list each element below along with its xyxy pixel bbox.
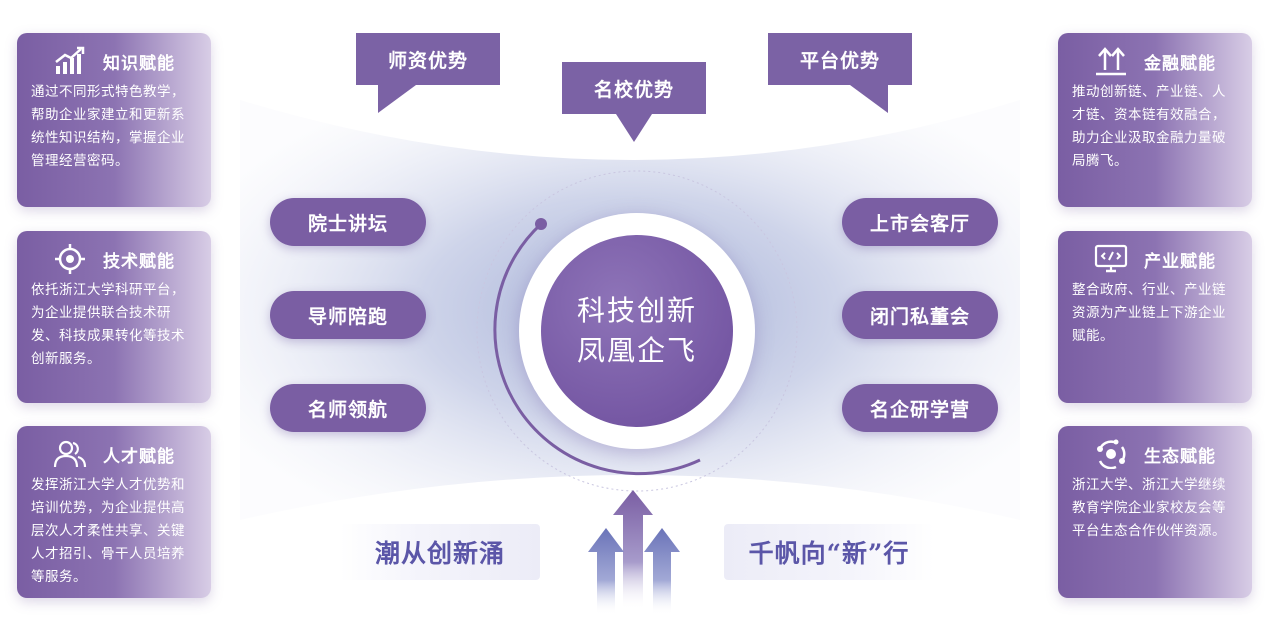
center-line-1: 科技创新 bbox=[576, 294, 697, 327]
pill-mentor-companion: 导师陪跑 bbox=[270, 291, 426, 339]
monitor-code-icon bbox=[1094, 244, 1128, 273]
slogan-right: 千帆向“新”行 bbox=[724, 524, 934, 580]
tag-platform-pointer bbox=[850, 85, 888, 113]
card-industry-text: 整合政府、行业、产业链资源为产业链上下游企业赋能。 bbox=[1072, 282, 1226, 344]
card-technology-header: 技术赋能 bbox=[31, 239, 197, 279]
center-circle: 科技创新 凤凰企飞 bbox=[541, 235, 733, 427]
card-finance-header: 金融赋能 bbox=[1072, 41, 1238, 81]
card-finance: 金融赋能 推动创新链、产业链、人才链、资本链有效融合，助力企业汲取金融力量破局腾… bbox=[1058, 33, 1252, 207]
card-talent-text: 发挥浙江大学人才优势和培训优势，为企业提供高层次人才柔性共享、关键人才招引、骨干… bbox=[31, 477, 185, 585]
card-knowledge-header: 知识赋能 bbox=[31, 41, 197, 81]
tag-schools: 名校优势 bbox=[562, 62, 706, 114]
card-industry-title: 产业赋能 bbox=[1144, 251, 1216, 272]
center-line-2: 凤凰企飞 bbox=[576, 334, 697, 367]
card-technology-text: 依托浙江大学科研平台，为企业提供联合技术研发、科技成果转化等技术创新服务。 bbox=[31, 282, 185, 367]
card-technology-title: 技术赋能 bbox=[103, 251, 175, 272]
card-ecosystem-header: 生态赋能 bbox=[1072, 434, 1238, 474]
arrow-up-center bbox=[613, 490, 653, 610]
arrow-up-left bbox=[588, 528, 624, 615]
arrow-up-right bbox=[644, 528, 680, 615]
ecosystem-cycle-icon bbox=[1097, 439, 1126, 469]
pill-listing-lounge: 上市会客厅 bbox=[842, 198, 998, 246]
orbit-arc bbox=[493, 222, 701, 476]
card-ecosystem-title: 生态赋能 bbox=[1144, 446, 1216, 467]
growth-chart-icon bbox=[55, 46, 85, 74]
tag-teachers: 师资优势 bbox=[356, 33, 500, 85]
card-talent-header: 人才赋能 bbox=[31, 434, 197, 474]
card-finance-title: 金融赋能 bbox=[1144, 53, 1216, 74]
pill-study-camp: 名企研学营 bbox=[842, 384, 998, 432]
pill-master-guidance: 名师领航 bbox=[270, 384, 426, 432]
card-industry: 产业赋能 整合政府、行业、产业链资源为产业链上下游企业赋能。 bbox=[1058, 231, 1252, 403]
pill-private-board: 闭门私董会 bbox=[842, 291, 998, 339]
orbit-dot bbox=[535, 218, 547, 230]
card-knowledge-title: 知识赋能 bbox=[103, 53, 175, 74]
pill-academician-forum: 院士讲坛 bbox=[270, 198, 426, 246]
card-finance-text: 推动创新链、产业链、人才链、资本链有效融合，助力企业汲取金融力量破局腾飞。 bbox=[1072, 84, 1226, 169]
tag-schools-pointer bbox=[616, 114, 652, 142]
people-icon bbox=[53, 440, 87, 468]
target-icon bbox=[55, 244, 85, 274]
tag-platform: 平台优势 bbox=[768, 33, 912, 85]
card-industry-header: 产业赋能 bbox=[1072, 239, 1238, 279]
card-ecosystem-text: 浙江大学、浙江大学继续教育学院企业家校友会等平台生态合作伙伴资源。 bbox=[1072, 477, 1226, 539]
orbit-ring-outer bbox=[476, 170, 798, 492]
slogan-left: 潮从创新涌 bbox=[340, 524, 540, 580]
card-ecosystem: 生态赋能 浙江大学、浙江大学继续教育学院企业家校友会等平台生态合作伙伴资源。 bbox=[1058, 426, 1252, 598]
card-knowledge: 知识赋能 通过不同形式特色教学，帮助企业家建立和更新系统性知识结构，掌握企业管理… bbox=[17, 33, 211, 207]
card-talent: 人才赋能 发挥浙江大学人才优势和培训优势，为企业提供高层次人才柔性共享、关键人才… bbox=[17, 426, 211, 598]
upload-arrows-icon bbox=[1096, 47, 1126, 76]
tag-teachers-pointer bbox=[378, 85, 416, 113]
card-talent-title: 人才赋能 bbox=[103, 446, 175, 467]
card-knowledge-text: 通过不同形式特色教学，帮助企业家建立和更新系统性知识结构，掌握企业管理经营密码。 bbox=[31, 84, 185, 169]
card-technology: 技术赋能 依托浙江大学科研平台，为企业提供联合技术研发、科技成果转化等技术创新服… bbox=[17, 231, 211, 403]
